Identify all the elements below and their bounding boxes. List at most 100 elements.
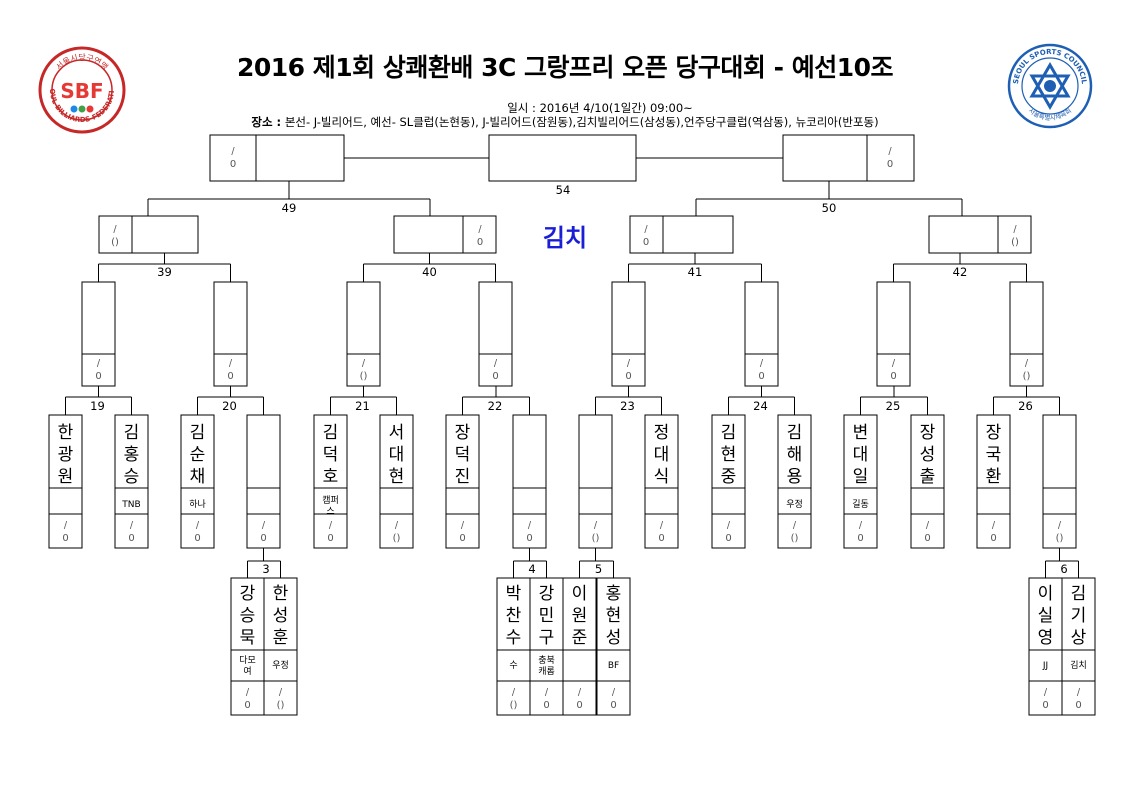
qf-score-top: / <box>478 224 482 235</box>
qualifier-name: 묵 <box>240 628 256 648</box>
match-number: 41 <box>688 265 703 279</box>
r16-score-top: / <box>627 358 631 369</box>
player-score-cell <box>180 513 215 549</box>
player-club: 하나 <box>189 499 206 510</box>
qualifier-name: 이 <box>572 584 588 604</box>
player-score-bottom: 0 <box>526 533 532 544</box>
player-name: 진 <box>455 467 471 487</box>
qualifier-name: 현 <box>606 606 622 626</box>
r16-score-bottom: 0 <box>492 371 498 382</box>
qf-score-top: / <box>1013 224 1017 235</box>
player-score-top: / <box>992 520 996 531</box>
match-number: 24 <box>753 399 768 413</box>
qualifier-score-cell <box>1061 680 1096 716</box>
sf-score-bottom: 0 <box>887 159 893 170</box>
player-name-cell <box>711 414 746 489</box>
qualifier-name: 민 <box>539 606 555 626</box>
qualifier-score-cell <box>1028 680 1063 716</box>
qualifier-name: 수 <box>506 628 522 648</box>
match-number: 20 <box>222 399 237 413</box>
r16-score-bottom: 0 <box>625 371 631 382</box>
r16-name-cell <box>876 281 911 355</box>
player-score-bottom: 0 <box>62 533 68 544</box>
r16-score-top: / <box>892 358 896 369</box>
player-score-bottom: () <box>791 533 799 544</box>
sf-score-top: / <box>888 146 892 157</box>
player-club: TNB <box>121 500 140 510</box>
qualifier-name: 구 <box>539 628 555 648</box>
player-name: 장 <box>455 423 471 443</box>
r16-score-cell <box>213 353 248 387</box>
qualifier-club-cell <box>1028 649 1063 682</box>
player-score-cell <box>445 513 480 549</box>
qualifier-score-top: / <box>1077 687 1081 698</box>
player-score-cell <box>777 513 812 549</box>
qualifier-name: 기 <box>1071 606 1087 626</box>
r16-score-top: / <box>494 358 498 369</box>
qualifier-name: 찬 <box>506 606 522 626</box>
r16-name-cell <box>1009 281 1044 355</box>
qualifier-name-cell <box>529 577 564 651</box>
player-club-cell <box>644 487 679 515</box>
qualifier-name-cell <box>562 577 597 651</box>
qualifier-name: 홍 <box>606 584 622 604</box>
r16-score-bottom: 0 <box>227 371 233 382</box>
qf-box <box>928 215 1032 254</box>
qf-box <box>629 215 734 254</box>
qualifier-name: 강 <box>539 584 555 604</box>
qualifier-score-bottom: () <box>277 700 285 711</box>
player-score-bottom: 0 <box>327 533 333 544</box>
r16-score-top: / <box>97 358 101 369</box>
match-number: 4 <box>528 562 535 576</box>
qualifier-name: 한 <box>273 584 289 604</box>
qf-score-bottom: () <box>111 237 119 248</box>
player-name-cell <box>180 414 215 489</box>
qualifier-score-top: / <box>246 687 250 698</box>
player-name: 덕 <box>455 445 471 465</box>
sbf-center-text: SBF <box>60 79 103 103</box>
match-number: 54 <box>556 183 571 197</box>
qualifier-name: 실 <box>1038 606 1054 626</box>
player-club-cell <box>578 487 613 515</box>
player-name: 장 <box>920 423 936 443</box>
player-score-bottom: () <box>393 533 401 544</box>
group-name: 김치 <box>542 224 588 252</box>
qf-score-top: / <box>644 224 648 235</box>
player-name: 성 <box>920 445 936 465</box>
player-score-cell <box>379 513 414 549</box>
date-line: 일시 : 2016년 4/10(1일간) 09:00~ <box>507 101 693 115</box>
qualifier-score-cell <box>562 680 597 716</box>
player-name: 정 <box>654 423 670 443</box>
qualifier-name: 이 <box>1038 584 1054 604</box>
player-club-cell <box>512 487 547 515</box>
r16-score-cell <box>611 353 646 387</box>
player-score-cell <box>843 513 878 549</box>
player-name-cell <box>1042 414 1077 489</box>
player-club-cell <box>843 487 878 515</box>
qualifier-name: 상 <box>1071 628 1087 648</box>
player-club: 캠퍼 <box>322 494 339 506</box>
player-name: 김 <box>190 423 206 443</box>
qualifier-name: 박 <box>506 584 522 604</box>
player-score-top: / <box>528 520 532 531</box>
qualifier-club: 우정 <box>272 660 289 671</box>
qualifier-score-bottom: 0 <box>543 700 549 711</box>
player-club: 스 <box>326 506 334 517</box>
player-name: 현 <box>721 445 737 465</box>
qualifier-club-cell <box>1061 649 1096 682</box>
player-score-cell <box>512 513 547 549</box>
player-club-cell <box>445 487 480 515</box>
player-name: 해 <box>787 445 803 465</box>
player-name: 김 <box>787 423 803 443</box>
qualifier-club: 김치 <box>1070 659 1087 671</box>
qualifier-name-cell <box>596 577 631 651</box>
qualifier-club: 다모 <box>239 655 256 666</box>
player-name: 서 <box>389 423 405 443</box>
qualifier-club: BF <box>608 661 619 671</box>
player-club-cell <box>379 487 414 515</box>
r16-name-cell <box>346 281 381 355</box>
player-name: 광 <box>58 445 74 465</box>
sf-score-top: / <box>231 146 235 157</box>
player-score-top: / <box>461 520 465 531</box>
